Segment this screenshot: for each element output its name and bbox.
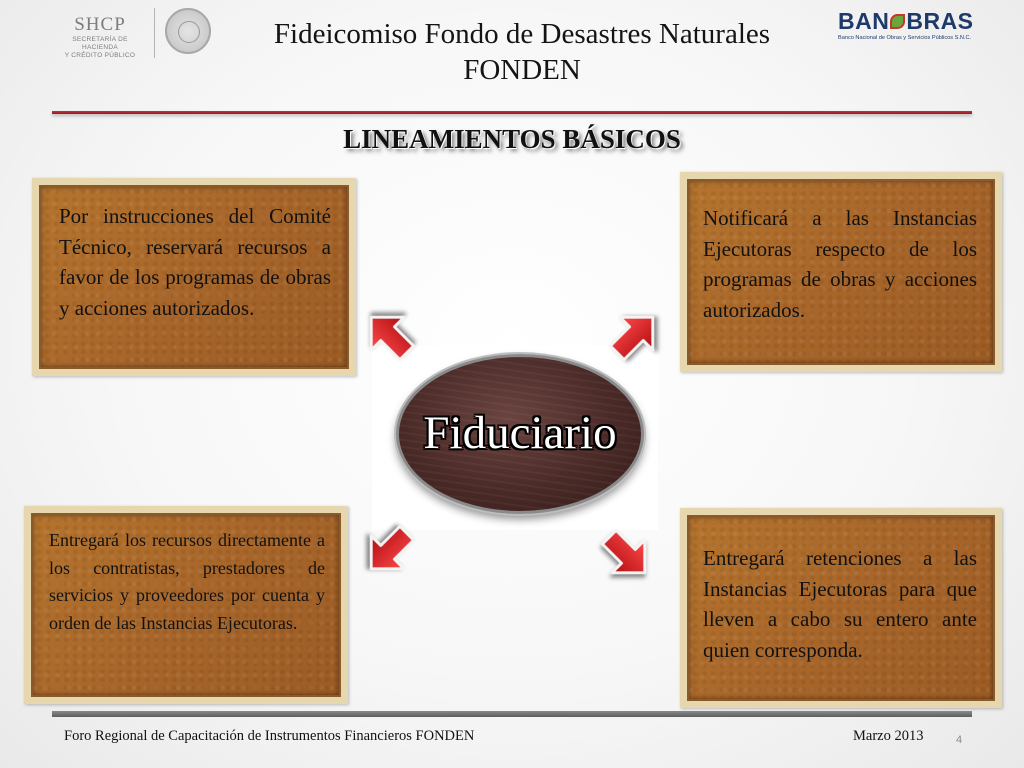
board-top-left-text: Por instrucciones del Comité Técnico, re…: [59, 204, 331, 320]
banobras-logo-name-right: BRAS: [906, 8, 974, 34]
board-bottom-right-cork: Entregará retenciones a las Instancias E…: [687, 515, 995, 701]
board-bottom-right: Entregará retenciones a las Instancias E…: [680, 508, 1002, 708]
shcp-logo-subtitle-1: SECRETARÍA DE HACIENDA: [72, 36, 128, 51]
board-top-right-text: Notificará a las Instancias Ejecutoras r…: [703, 206, 977, 322]
arrow-bottom-right-icon: [600, 528, 647, 575]
arrow-bottom-left-icon: [369, 524, 416, 571]
board-bottom-right-text: Entregará retenciones a las Instancias E…: [703, 546, 977, 662]
header-divider: [52, 111, 972, 114]
shcp-logo-subtitle-2: Y CRÉDITO PÚBLICO: [64, 52, 136, 59]
board-top-right-cork: Notificará a las Instancias Ejecutoras r…: [687, 179, 995, 365]
logo-divider: [154, 8, 155, 58]
page-title-line-2: FONDEN: [463, 54, 581, 86]
board-bottom-left-text: Entregará los recursos directamente a lo…: [49, 530, 325, 633]
footer-date: Marzo 2013: [853, 728, 924, 744]
fiduciario-oval: Fiduciario: [396, 354, 644, 514]
arrow-top-left-icon: [369, 315, 416, 362]
board-top-left-cork: Por instrucciones del Comité Técnico, re…: [39, 185, 349, 369]
shcp-logo-name: SHCP: [74, 14, 126, 35]
board-bottom-left-cork: Entregará los recursos directamente a lo…: [31, 513, 341, 697]
page-number: 4: [956, 734, 963, 746]
banobras-logo-subtitle: Banco Nacional de Obras y Servicios Públ…: [838, 35, 972, 41]
arrow-top-right-icon: [608, 315, 655, 362]
banobras-logo: BAN BRAS Banco Nacional de Obras y Servi…: [838, 8, 988, 48]
section-title: LINEAMIENTOS BÁSICOS: [343, 124, 681, 154]
board-top-left: Por instrucciones del Comité Técnico, re…: [32, 178, 356, 376]
footer-divider: [52, 711, 972, 717]
leaf-icon: [890, 13, 906, 29]
page-title-line-1: Fideicomiso Fondo de Desastres Naturales: [273, 18, 771, 50]
fiduciario-label: Fiduciario: [423, 407, 617, 459]
banobras-logo-name-left: BAN: [838, 8, 890, 34]
shcp-logo: SHCP SECRETARÍA DE HACIENDA Y CRÉDITO PÚ…: [55, 14, 145, 59]
center-panel: Fiduciario: [372, 346, 658, 530]
page-title: Fideicomiso Fondo de Desastres Naturales…: [222, 16, 822, 88]
national-seal-icon: [165, 8, 211, 54]
board-top-right: Notificará a las Instancias Ejecutoras r…: [680, 172, 1002, 372]
banobras-logo-name: BAN BRAS: [838, 8, 988, 34]
board-bottom-left: Entregará los recursos directamente a lo…: [24, 506, 348, 704]
footer-event-name: Foro Regional de Capacitación de Instrum…: [64, 728, 475, 744]
